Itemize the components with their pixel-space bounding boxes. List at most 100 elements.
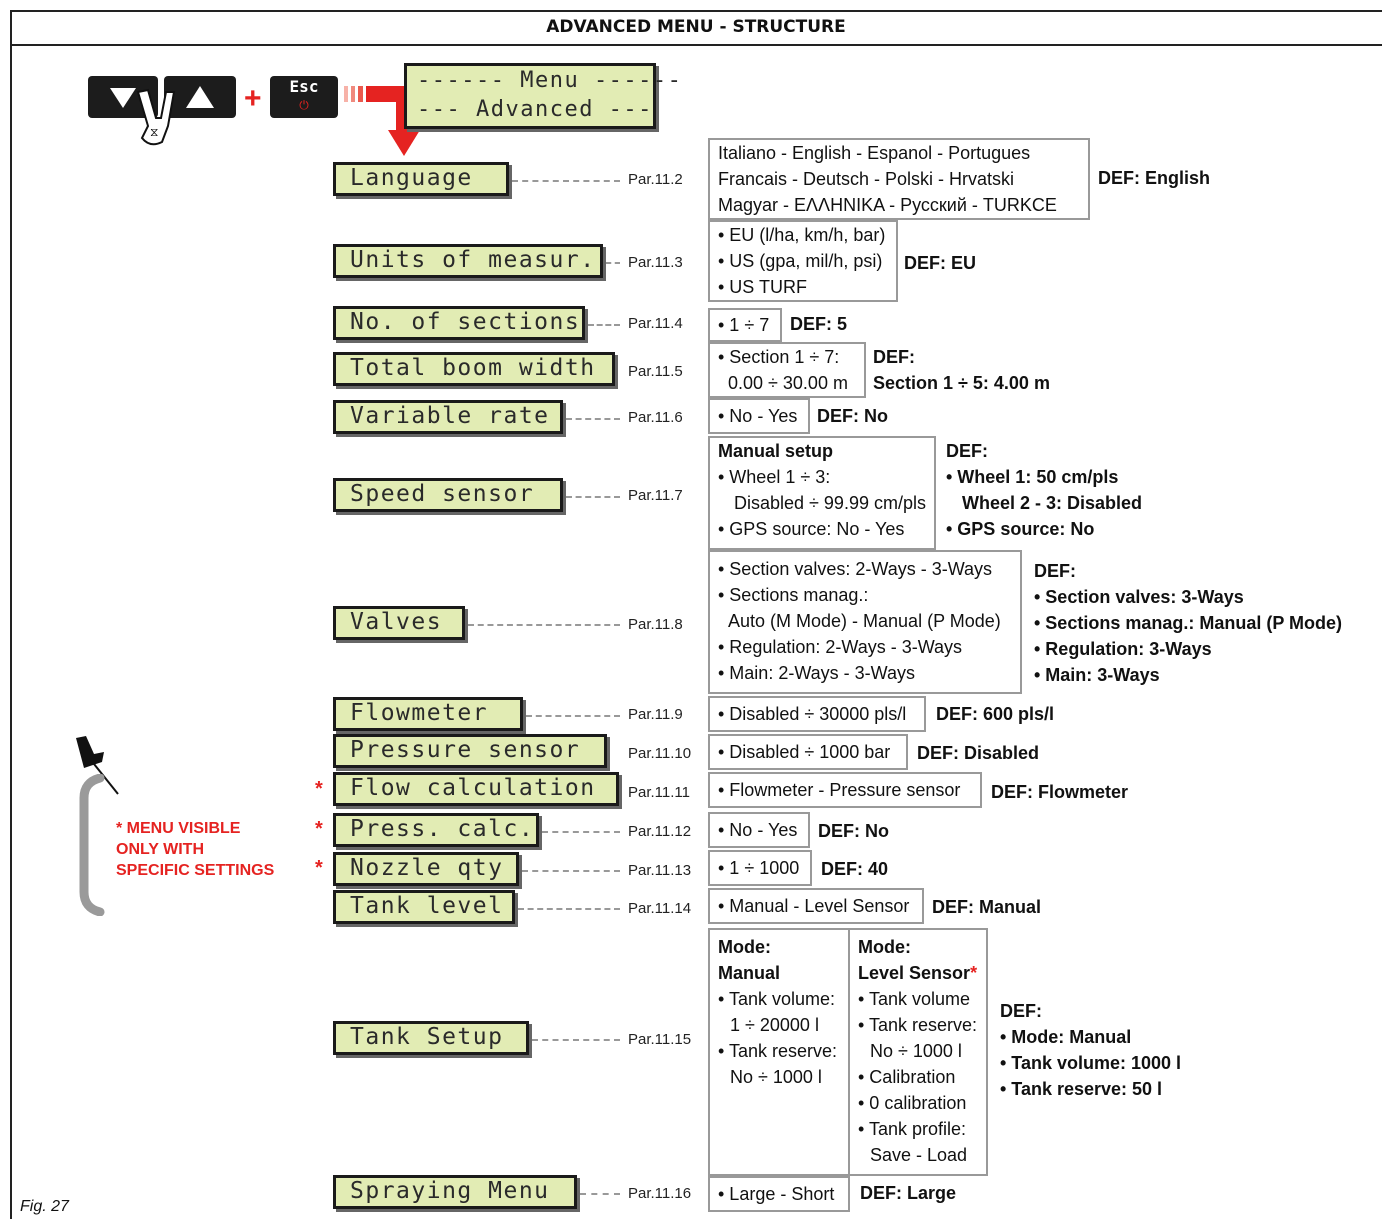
options-box: • 1 ÷ 1000 xyxy=(708,850,812,886)
menu-valves[interactable]: Valves xyxy=(333,606,465,640)
pushpin-icon xyxy=(76,736,119,795)
option: • Main: 2-Ways - 3-Ways xyxy=(718,663,915,683)
menu-variable-rate[interactable]: Variable rate xyxy=(333,400,563,434)
menu-pressure-sensor[interactable]: Pressure sensor xyxy=(333,734,607,768)
default-value: DEF: • Wheel 1: 50 cm/pls Wheel 2 - 3: D… xyxy=(946,441,1143,539)
option: • US TURF xyxy=(718,277,807,297)
options-box: Manual setup • Wheel 1 ÷ 3: Disabled ÷ 9… xyxy=(708,436,936,550)
menu-tank-setup[interactable]: Tank Setup xyxy=(333,1021,529,1055)
par-ref: Par.11.2 xyxy=(628,171,683,188)
options-box: • Section valves: 2-Ways - 3-Ways • Sect… xyxy=(708,550,1022,694)
default-value: DEF: Large xyxy=(860,1183,957,1203)
par-ref: Par.11.12 xyxy=(628,823,692,840)
option: • Wheel 1 ÷ 3: xyxy=(718,467,831,487)
svg-text:⧖: ⧖ xyxy=(150,125,158,139)
menu-language[interactable]: Language xyxy=(333,162,509,196)
default-value: DEF: Section 1 ÷ 5: 4.00 m xyxy=(873,347,1050,393)
option: Auto (M Mode) - Manual (P Mode) xyxy=(728,611,1001,631)
options-box: • Manual - Level Sensor xyxy=(708,888,924,924)
options-box: • Disabled ÷ 1000 bar xyxy=(708,734,908,770)
connector-line xyxy=(588,324,620,326)
par-ref: Par.11.16 xyxy=(628,1185,692,1202)
par-ref: Par.11.3 xyxy=(628,254,683,271)
option: Manual setup xyxy=(718,441,834,461)
power-icon: ⏻ xyxy=(299,98,309,112)
option: Magyar - ΕΛΛΗΝΙΚΑ - Русский - TURKCE xyxy=(718,195,1057,215)
default-value: DEF: 600 pls/l xyxy=(936,704,1055,724)
options-box: • No - Yes xyxy=(708,398,810,434)
option: • GPS source: No - Yes xyxy=(718,519,905,539)
menu-spraying-menu[interactable]: Spraying Menu xyxy=(333,1175,577,1209)
options-box: Italiano - English - Espanol - Portugues… xyxy=(708,138,1090,220)
par-ref: Par.11.7 xyxy=(628,487,683,504)
par-ref: Par.11.10 xyxy=(628,745,692,762)
default-value: DEF: English xyxy=(1098,168,1210,188)
menu-press-calc[interactable]: Press. calc. xyxy=(333,813,539,847)
option: Manual xyxy=(718,963,781,983)
page-title: ADVANCED MENU - STRUCTURE xyxy=(10,10,1382,46)
option: • Flowmeter - Pressure sensor xyxy=(718,780,961,800)
menu-no-of-sections[interactable]: No. of sections xyxy=(333,306,585,340)
down-arrow-icon xyxy=(110,88,136,108)
options-box-manual: Mode: Manual • Tank volume: 1 ÷ 20000 l … xyxy=(708,928,850,1176)
menu-speed-sensor[interactable]: Speed sensor xyxy=(333,478,563,512)
esc-label: Esc xyxy=(289,77,319,96)
option: • Sections manag.: xyxy=(718,585,869,605)
display-line-2: --- Advanced --- xyxy=(417,97,653,122)
bracket-icon xyxy=(79,774,105,916)
menu-tank-level[interactable]: Tank level xyxy=(333,890,515,924)
connector-line xyxy=(580,1193,620,1195)
options-box: • Flowmeter - Pressure sensor xyxy=(708,772,982,808)
option: • Tank reserve: xyxy=(858,1015,978,1035)
option: Mode: xyxy=(858,937,911,957)
option: • Tank profile: xyxy=(858,1119,967,1139)
plus-sign: + xyxy=(244,82,262,115)
default-value: DEF: 5 xyxy=(790,314,848,334)
menu-flowmeter[interactable]: Flowmeter xyxy=(333,697,523,731)
option: Francais - Deutsch - Polski - Hrvatski xyxy=(718,169,1015,189)
menu-nozzle-qty[interactable]: Nozzle qty xyxy=(333,852,519,886)
option: Disabled ÷ 99.99 cm/pls xyxy=(734,493,926,513)
option: • 0 calibration xyxy=(858,1093,967,1113)
option: • Manual - Level Sensor xyxy=(718,896,910,916)
default-value: DEF: Disabled xyxy=(917,743,1040,763)
options-box: • No - Yes xyxy=(708,812,810,848)
default-value: DEF: Manual xyxy=(932,897,1042,917)
figure-caption: Fig. 27 xyxy=(20,1198,69,1215)
par-ref: Par.11.6 xyxy=(628,409,683,426)
esc-key[interactable]: Esc ⏻ xyxy=(270,76,338,118)
option: • Tank reserve: xyxy=(718,1041,838,1061)
asterisk-marker: * xyxy=(315,778,323,800)
hand-press-icon: ⧖ xyxy=(136,88,176,146)
menu-flow-calculation[interactable]: Flow calculation xyxy=(333,772,619,806)
options-box-level-sensor: Mode: Level Sensor* • Tank volume • Tank… xyxy=(848,928,988,1176)
menu-advanced-display: ------ Menu ------ --- Advanced --- xyxy=(404,63,683,129)
option: • Section 1 ÷ 7: xyxy=(718,347,840,367)
connector-line xyxy=(468,624,620,626)
asterisk-marker: * xyxy=(315,857,323,879)
default-value: DEF: EU xyxy=(904,253,976,273)
menu-units-of-measure[interactable]: Units of measur. xyxy=(333,244,603,278)
visibility-note: * MENU VISIBLE ONLY WITH SPECIFIC SETTIN… xyxy=(116,820,275,879)
option: • 1 ÷ 1000 xyxy=(718,858,800,878)
default-value: DEF: • Section valves: 3-Ways • Sections… xyxy=(1034,561,1343,685)
connector-line xyxy=(522,870,620,872)
menu-total-boom-width[interactable]: Total boom width xyxy=(333,352,615,386)
up-arrow-icon xyxy=(186,86,214,108)
asterisk-marker: * xyxy=(315,818,323,840)
default-value: DEF: No xyxy=(818,821,889,841)
up-key[interactable] xyxy=(164,76,236,118)
option: • Disabled ÷ 1000 bar xyxy=(718,742,891,762)
option: • Large - Short xyxy=(718,1184,835,1204)
display-line-1: ------ Menu ------ xyxy=(417,68,683,93)
option: • US (gpa, mil/h, psi) xyxy=(718,251,883,271)
option: • Section valves: 2-Ways - 3-Ways xyxy=(718,559,993,579)
connector-line xyxy=(512,180,620,182)
option: • EU (l/ha, km/h, bar) xyxy=(718,225,886,245)
default-value: DEF: Flowmeter xyxy=(991,782,1129,802)
default-value: DEF: • Mode: Manual • Tank volume: 1000 … xyxy=(1000,1001,1182,1099)
par-ref: Par.11.14 xyxy=(628,900,692,917)
option: Level Sensor xyxy=(858,963,971,983)
connector-line xyxy=(532,1039,620,1041)
option: No ÷ 1000 l xyxy=(730,1067,822,1087)
